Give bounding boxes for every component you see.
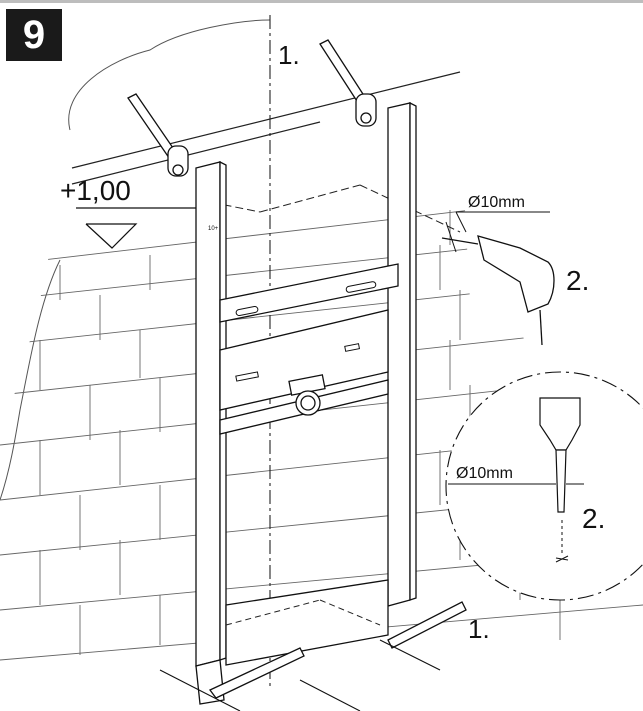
- level-lines: [199, 184, 461, 233]
- detail-drill-bit: [539, 397, 581, 513]
- label-step-drill: 2.: [566, 265, 589, 296]
- label-step-bottom: 1.: [468, 614, 490, 644]
- label-diameter-detail: Ø10mm: [456, 465, 513, 482]
- label-height: +1,00: [60, 175, 131, 206]
- bracket-right: [319, 39, 377, 127]
- bracket-left: [127, 93, 189, 177]
- bracket-bottom-left: [208, 647, 305, 699]
- wall-edge-left: [0, 259, 61, 501]
- frame-crossbars: [219, 263, 399, 666]
- detail-dimension: [448, 483, 584, 563]
- drill-dimension: [445, 211, 550, 253]
- frame-left-post: [195, 160, 227, 705]
- pipe-clamp: [288, 374, 326, 416]
- crossbar-slots: [235, 281, 377, 382]
- label-step-top: 1.: [278, 40, 300, 70]
- label-diameter-top: Ø10mm: [468, 194, 525, 211]
- detail-circle: [445, 371, 643, 601]
- label-frame-mark: 10+: [208, 226, 219, 232]
- bracket-bottom-right: [387, 601, 467, 649]
- step-number-badge: 9: [6, 9, 62, 61]
- frame-right-post: [387, 101, 417, 607]
- height-marker: [76, 207, 200, 249]
- floor-lines: [159, 639, 441, 711]
- label-step-detail: 2.: [582, 503, 605, 534]
- drill-tool: [441, 235, 555, 346]
- wall-top-lines: [71, 71, 461, 185]
- wall-outline: [68, 19, 271, 131]
- floor-dashed: [225, 599, 381, 626]
- top-border: [0, 0, 643, 3]
